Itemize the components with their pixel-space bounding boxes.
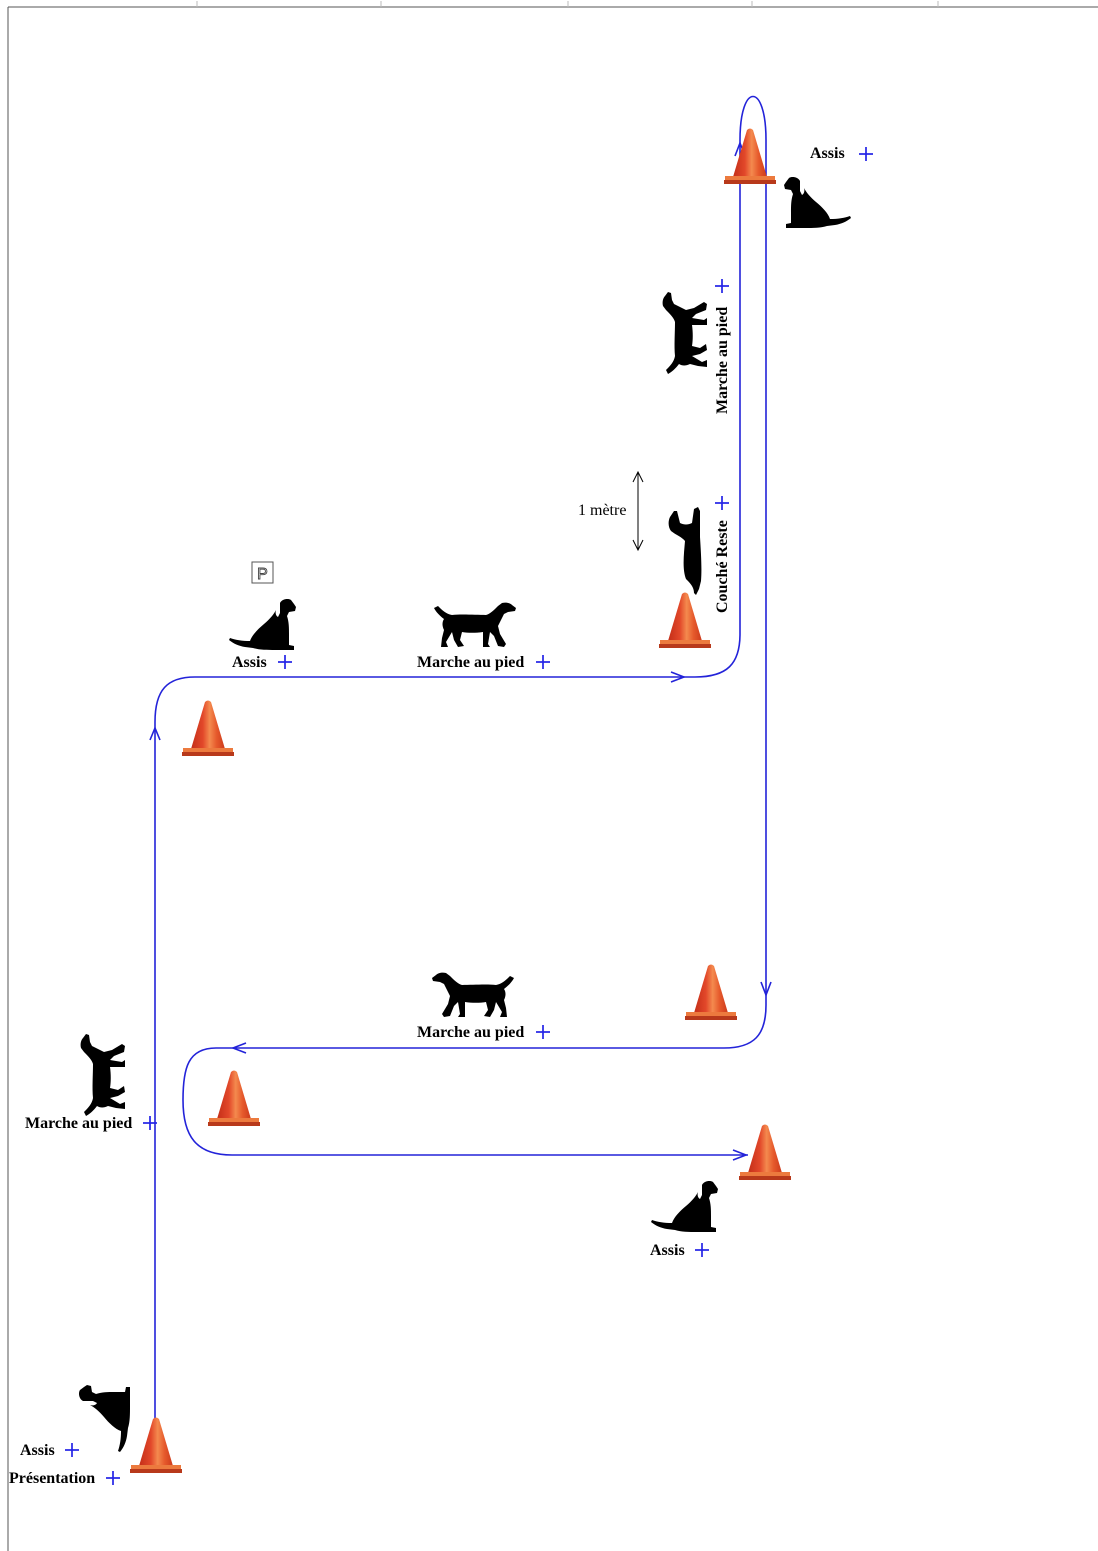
distance-label: 1 mètre	[578, 502, 626, 519]
distance-measure	[632, 470, 644, 552]
lying-dog-icon	[668, 507, 702, 595]
arrowhead-icon	[760, 981, 772, 998]
start-marker-label: P	[257, 566, 268, 583]
plus-icon	[536, 1025, 550, 1039]
assis-label: Assis	[650, 1242, 685, 1259]
couche-reste-label: Couché Reste	[714, 520, 731, 613]
traffic-cone-icon	[685, 964, 737, 1020]
plus-icon	[536, 655, 550, 669]
traffic-cone-icon	[739, 1124, 791, 1180]
marche-au-pied-label: Marche au pied	[417, 1024, 524, 1041]
presentation-label: Présentation	[9, 1470, 95, 1487]
plus-icon	[695, 1243, 709, 1257]
sitting-dog-icon	[79, 1385, 130, 1452]
assis-label: Assis	[232, 654, 267, 671]
assis-label: Assis	[20, 1442, 55, 1459]
sitting-dog-icon	[784, 177, 851, 228]
traffic-cone-icon	[182, 700, 234, 756]
arrowhead-icon	[732, 1149, 749, 1161]
plus-icon	[106, 1471, 120, 1485]
traffic-cone-icon	[130, 1417, 182, 1473]
marche-au-pied-label: Marche au pied	[417, 654, 524, 671]
marche-au-pied-label: Marche au pied	[714, 307, 731, 414]
walking-dog-icon	[662, 292, 707, 374]
sitting-dog-icon	[229, 599, 296, 650]
start-marker-box	[251, 561, 274, 584]
arrowhead-icon	[230, 1042, 247, 1054]
walking-dog-icon	[432, 972, 514, 1017]
assis-label: Assis	[810, 145, 845, 162]
frame-ticks	[196, 1, 939, 7]
start-marker: P	[251, 561, 274, 584]
traffic-cone-icon	[208, 1070, 260, 1126]
sitting-dog-icon	[651, 1181, 718, 1232]
walking-dog-icon	[80, 1034, 125, 1116]
marche-au-pied-label: Marche au pied	[25, 1115, 132, 1132]
plus-icon	[859, 147, 873, 161]
plus-icon	[278, 655, 292, 669]
arrowhead-icon	[632, 470, 644, 483]
plus-icon	[143, 1116, 157, 1130]
arrowhead-icon	[149, 725, 161, 741]
plus-icon	[715, 496, 729, 510]
traffic-cone-icon	[724, 128, 776, 184]
traffic-cone-icon	[659, 592, 711, 648]
arrowhead-icon	[670, 671, 687, 683]
route-path	[154, 95, 767, 1445]
plus-icon	[715, 279, 729, 293]
arrowhead-icon	[632, 539, 644, 552]
plus-icon	[65, 1443, 79, 1457]
walking-dog-icon	[434, 602, 516, 647]
